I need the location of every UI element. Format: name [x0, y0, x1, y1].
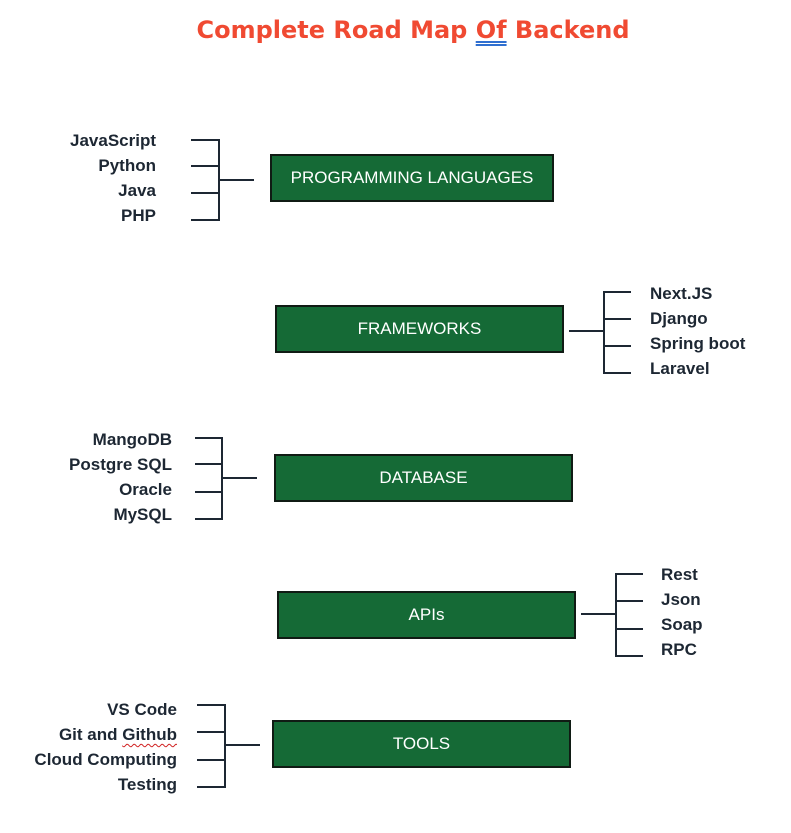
item-github-text: Github	[122, 725, 177, 744]
node-label: FRAMEWORKS	[357, 319, 482, 338]
item-git-and-text: Git and	[58, 725, 123, 744]
node-database: DATABASE	[274, 454, 573, 502]
title-text-end: Backend	[506, 16, 630, 44]
node-label: APIs	[408, 605, 445, 624]
item-git-and-github: Git and Github	[10, 725, 177, 745]
item-soap: Soap	[661, 615, 703, 634]
item-oracle: Oracle	[119, 480, 172, 499]
item-nextjs: Next.JS	[650, 284, 713, 303]
item-javascript: JavaScript	[70, 131, 156, 150]
title-text-of: Of	[475, 16, 507, 44]
node-tools: TOOLS	[272, 720, 571, 768]
bracket-frameworks	[569, 291, 631, 374]
node-label: PROGRAMMING LANGUAGES	[290, 168, 534, 187]
bracket-database	[195, 437, 257, 520]
bracket-tools	[197, 704, 260, 788]
item-django: Django	[650, 309, 708, 328]
bracket-apis	[581, 573, 643, 657]
item-python: Python	[98, 156, 156, 175]
item-vs-code: VS Code	[107, 700, 177, 719]
node-programming-languages: PROGRAMMING LANGUAGES	[270, 154, 554, 202]
item-spring-boot: Spring boot	[650, 334, 746, 353]
item-laravel: Laravel	[650, 359, 710, 378]
item-rest: Rest	[661, 565, 698, 584]
item-cloud-computing: Cloud Computing	[34, 750, 177, 769]
bracket-programming-languages	[191, 139, 254, 221]
item-testing: Testing	[117, 775, 177, 794]
item-php: PHP	[121, 206, 156, 225]
item-mysql: MySQL	[113, 505, 172, 524]
node-apis: APIs	[277, 591, 576, 639]
node-label: TOOLS	[392, 734, 451, 753]
item-rpc: RPC	[661, 640, 697, 659]
diagram-title: Complete Road Map Of Backend	[0, 16, 791, 44]
node-frameworks: FRAMEWORKS	[275, 305, 564, 353]
item-java: Java	[118, 181, 156, 200]
node-label: DATABASE	[379, 468, 468, 487]
item-postgre-sql: Postgre SQL	[69, 455, 172, 474]
item-json: Json	[661, 590, 701, 609]
item-mangodb: MangoDB	[92, 430, 172, 449]
title-text-start: Complete Road Map	[196, 16, 476, 44]
